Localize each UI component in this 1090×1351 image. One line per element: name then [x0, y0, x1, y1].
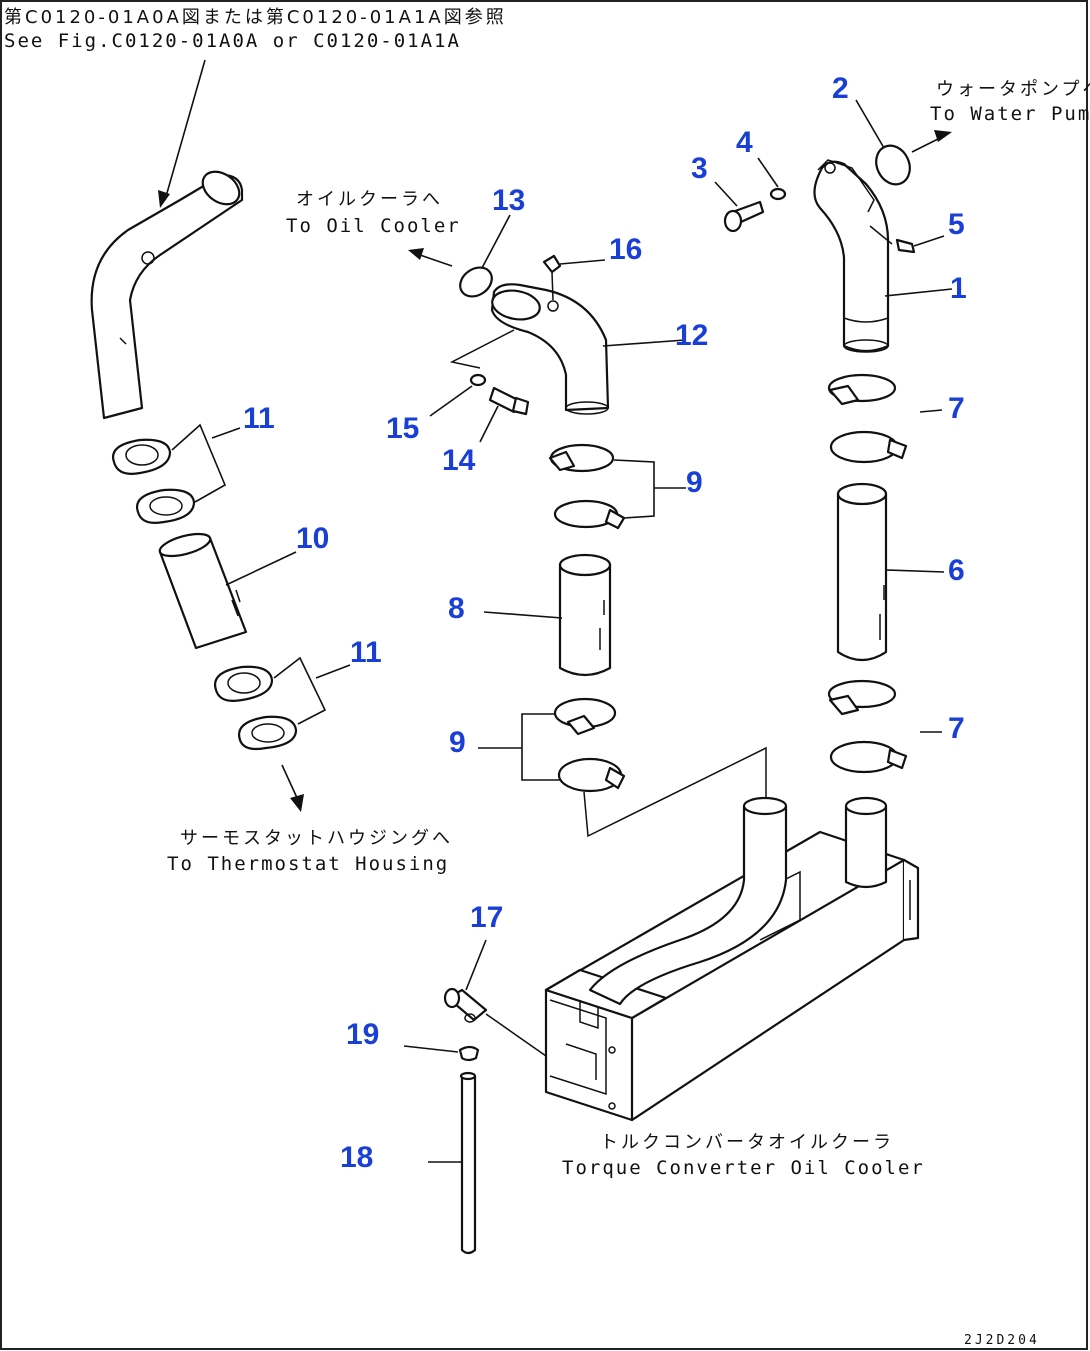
callout-12: 12 — [675, 319, 708, 352]
bolt-14 — [488, 386, 530, 416]
callout-11-upper: 11 — [243, 402, 275, 435]
callout-5: 5 — [948, 208, 965, 241]
drawing-code: 2J2D204 — [964, 1333, 1040, 1348]
callout-7-upper: 7 — [948, 392, 965, 425]
callout-3: 3 — [691, 152, 708, 185]
clamp-9-upper-a — [548, 443, 615, 473]
nut-19 — [458, 1045, 480, 1062]
clamp-11-upper-a — [111, 438, 172, 475]
plug-5 — [895, 238, 916, 254]
washer-15 — [469, 373, 487, 387]
clamp-7-lower-a — [827, 679, 897, 716]
reference-note-jp: 第C0120-01A0A図または第C0120-01A1A図参照 — [4, 7, 507, 28]
clamp-11-upper-b — [135, 488, 196, 524]
callout-17: 17 — [470, 901, 503, 934]
o-ring-2 — [875, 144, 911, 186]
callout-6: 6 — [948, 554, 965, 587]
elbow-17 — [443, 987, 488, 1023]
thermostat-label-en: To Thermostat Housing — [167, 853, 449, 875]
clamp-11-lower-b — [237, 715, 298, 751]
callout-15: 15 — [386, 412, 419, 445]
callout-9-lower: 9 — [449, 726, 466, 759]
callout-1: 1 — [950, 272, 967, 305]
clamp-11-lower-a — [213, 665, 274, 702]
hose-6 — [836, 482, 888, 662]
hose-10 — [158, 532, 248, 650]
water-pump-label-jp: ウォータポンプへ — [936, 79, 1090, 100]
callout-13: 13 — [492, 184, 525, 217]
torque-converter-label-jp: トルクコンバータオイルクーラ — [600, 1132, 894, 1153]
callout-9-upper: 9 — [686, 466, 703, 499]
washer-4 — [769, 187, 787, 201]
elbow-12 — [490, 283, 610, 415]
torque-converter-oil-cooler — [544, 796, 920, 1122]
clamp-9-upper-b — [553, 499, 626, 530]
callout-18: 18 — [340, 1141, 373, 1174]
callout-19: 19 — [346, 1018, 379, 1051]
torque-converter-label-en: Torque Converter Oil Cooler — [562, 1157, 925, 1179]
callout-14: 14 — [442, 444, 476, 477]
thermostat-label-jp: サーモスタットハウジングへ — [180, 828, 453, 849]
callout-10: 10 — [296, 522, 329, 555]
clamp-9-lower-b — [557, 757, 626, 793]
water-pump-label-en: To Water Pump — [930, 103, 1090, 125]
bolt-3 — [723, 200, 765, 233]
plug-16 — [542, 254, 562, 301]
clamp-7-lower-b — [829, 740, 908, 774]
clamp-9-lower-a — [553, 697, 617, 736]
elbow-1 — [813, 159, 890, 353]
tube-18 — [459, 1071, 477, 1255]
left-upper-pipe — [90, 170, 244, 420]
callout-11-lower: 11 — [350, 636, 382, 669]
callout-4: 4 — [736, 126, 753, 159]
callout-16: 16 — [609, 233, 642, 266]
clamp-7-upper-a — [827, 373, 897, 406]
reference-note-en: See Fig.C0120-01A0A or C0120-01A1A — [4, 30, 461, 52]
callout-2: 2 — [832, 72, 849, 105]
o-ring-13 — [459, 266, 493, 298]
oil-cooler-label-en: To Oil Cooler — [286, 215, 461, 237]
callout-7-lower: 7 — [948, 712, 965, 745]
oil-cooler-label-jp: オイルクーラへ — [296, 189, 443, 210]
hose-8 — [558, 553, 612, 677]
callout-8: 8 — [448, 592, 465, 625]
clamp-7-upper-b — [829, 430, 908, 464]
